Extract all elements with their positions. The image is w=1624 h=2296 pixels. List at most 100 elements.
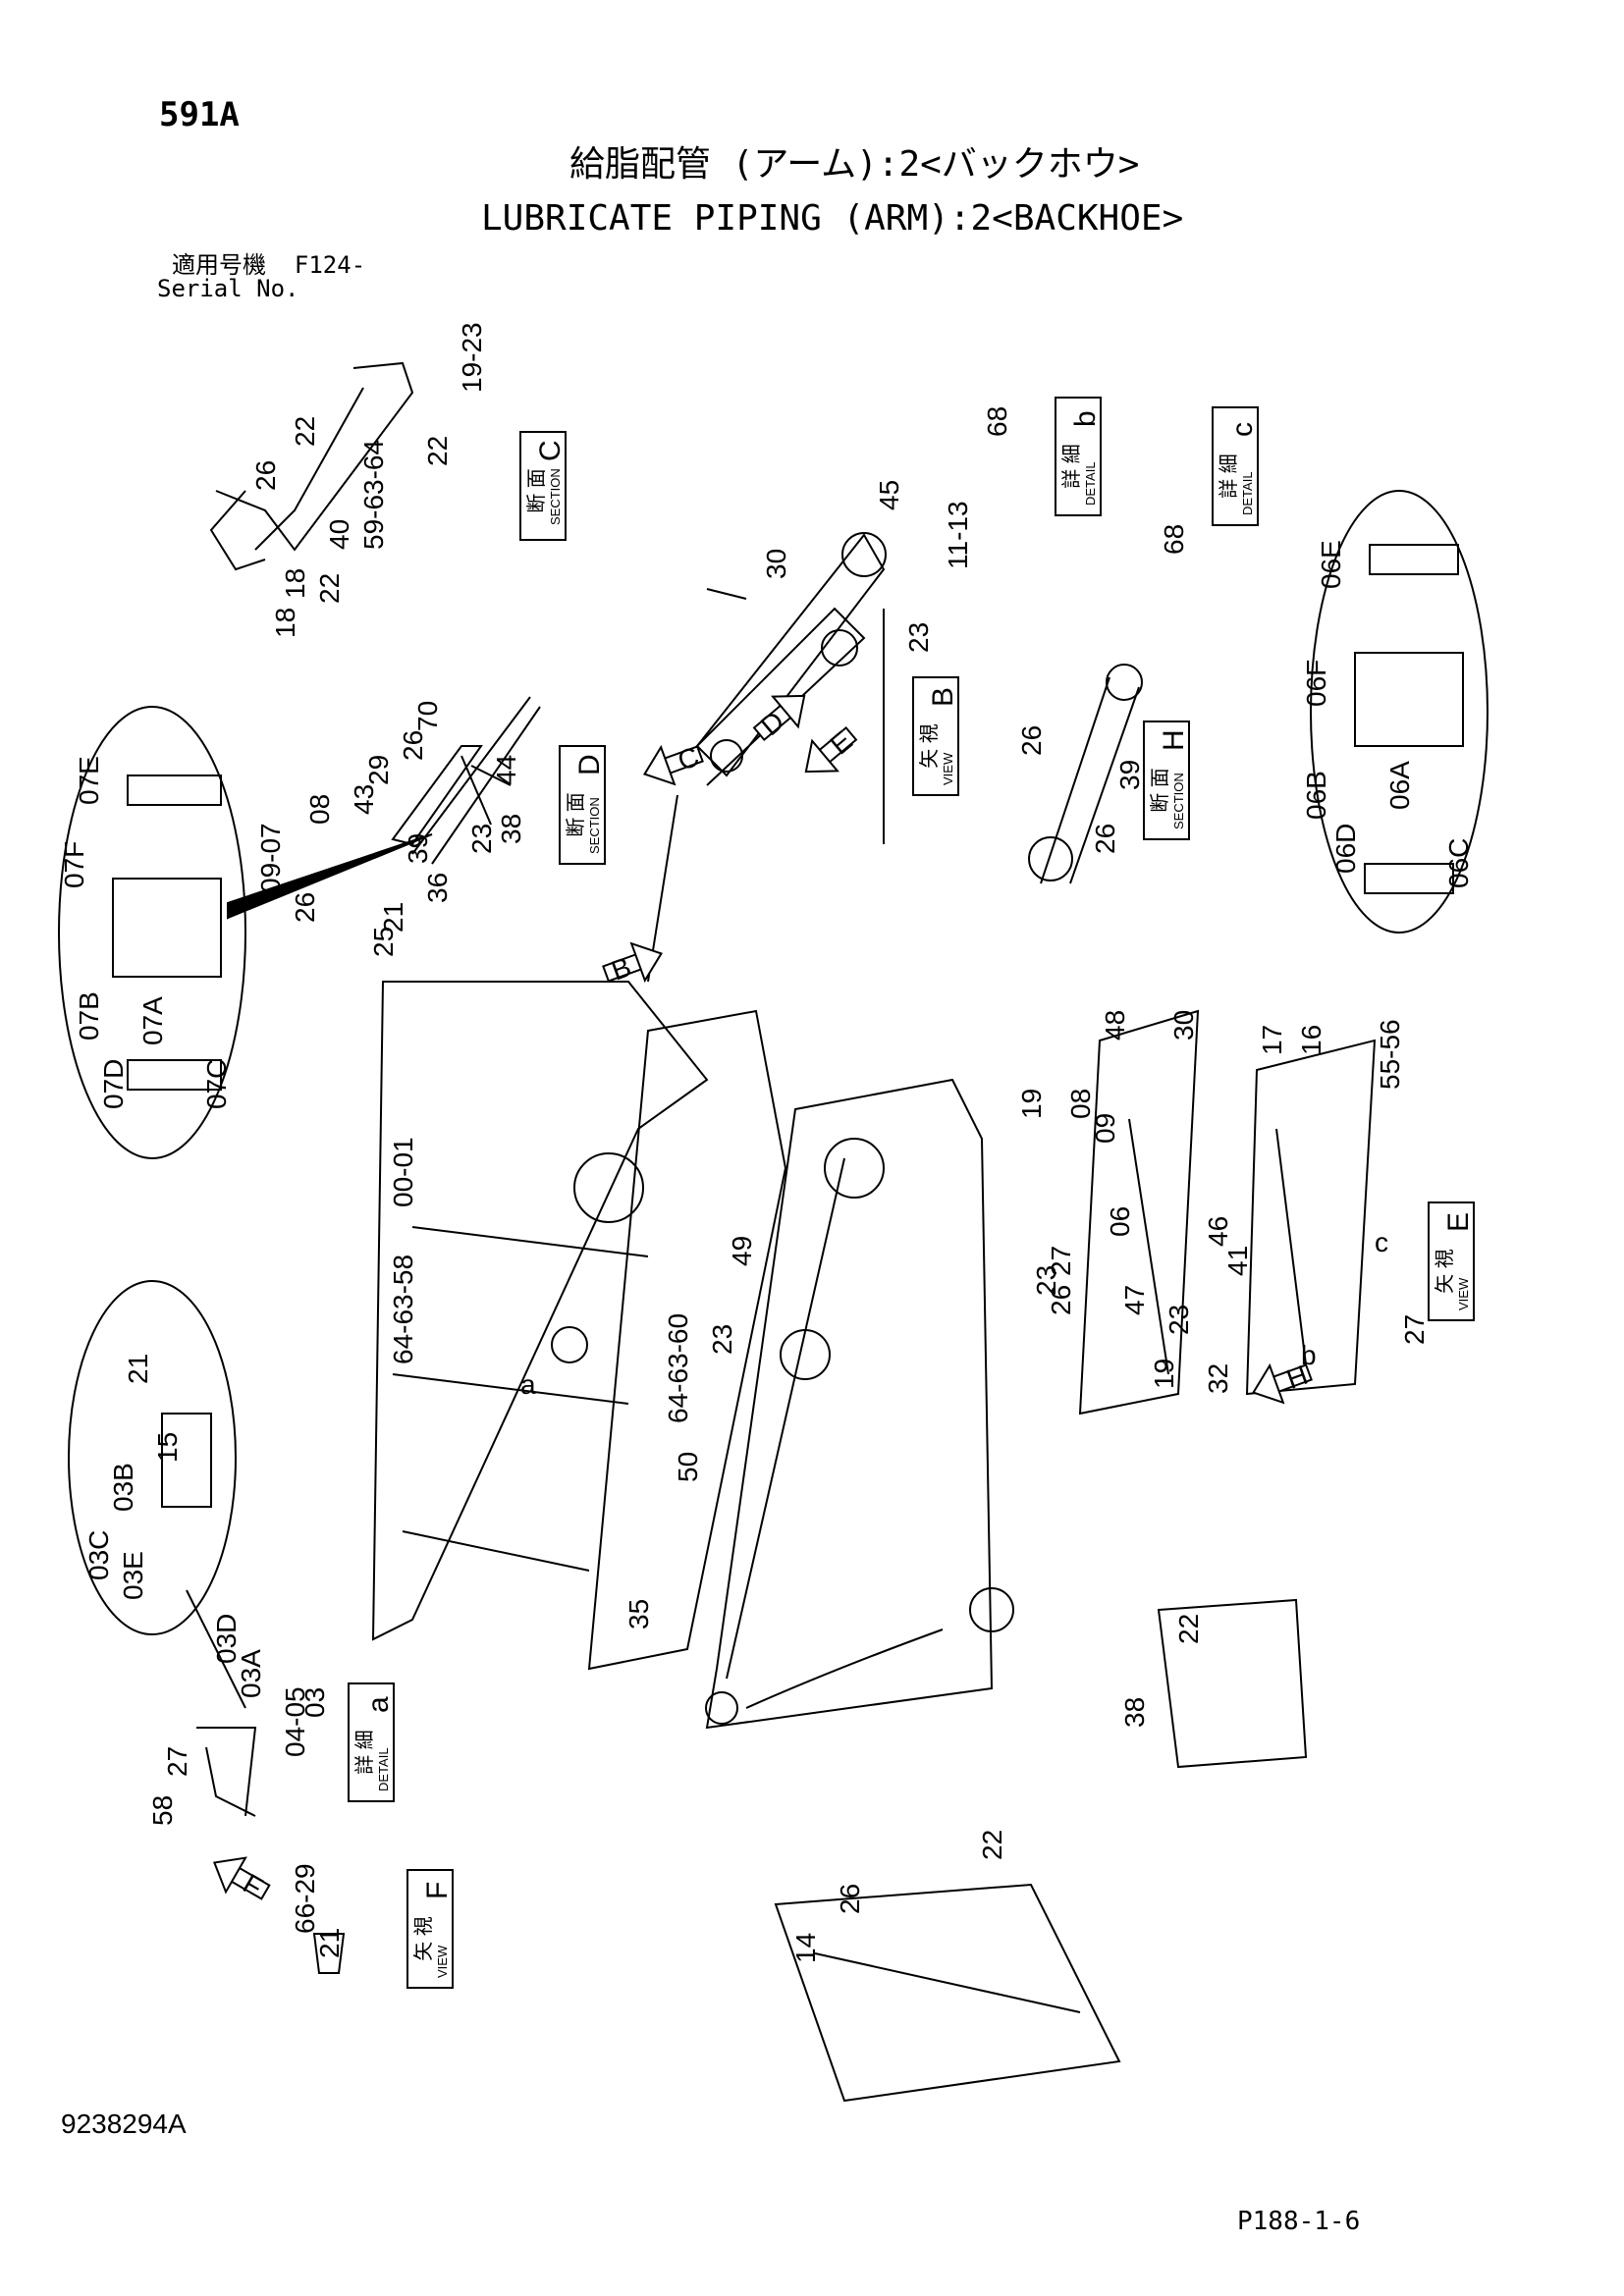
callout-label: 26 xyxy=(290,892,320,923)
callout-label: 07C xyxy=(201,1059,232,1109)
section-h-letter: H xyxy=(1158,729,1190,751)
callout-label: 64-63-60 xyxy=(663,1313,693,1423)
callout-label: 23 xyxy=(903,622,934,653)
callout-label: 15 xyxy=(152,1432,183,1463)
section-h-box: 断 面 SECTION H xyxy=(1143,721,1190,840)
detail-marker-b: b xyxy=(1301,1340,1317,1370)
callout-label: 46 xyxy=(1203,1216,1233,1247)
callout-label: 21 xyxy=(123,1354,153,1384)
callout-label: 19 xyxy=(1149,1359,1179,1389)
callout-label: 22 xyxy=(422,436,453,466)
callout-label: 03B xyxy=(108,1463,138,1512)
callout-label: 64-63-58 xyxy=(388,1255,418,1364)
callout-label: 23 xyxy=(466,824,497,854)
detail-c-letter: c xyxy=(1226,422,1259,437)
callout-label: 26 xyxy=(1090,824,1120,854)
view-e-letter: E xyxy=(1442,1212,1475,1232)
serial-label-jp: 適用号機 F124- xyxy=(172,251,366,279)
callout-label: 27 xyxy=(1399,1314,1430,1345)
callout-label: 19-23 xyxy=(457,322,487,393)
serial-label-en: Serial No. xyxy=(157,275,299,302)
section-c-letter: C xyxy=(534,440,567,461)
callout-label: 16 xyxy=(1296,1025,1326,1055)
callout-label: 68 xyxy=(1159,524,1189,555)
view-arrow-f: F xyxy=(212,1856,271,1902)
page-title-jp: 給脂配管 (アーム):2<バックホウ> xyxy=(569,144,1140,185)
detail-marker-a: a xyxy=(520,1369,536,1400)
callout-label: 39 xyxy=(403,833,433,864)
view-b-jp: 矢 視 xyxy=(918,723,941,769)
callout-label: 22 xyxy=(314,573,345,604)
callout-label: 23 xyxy=(1031,1265,1061,1296)
callout-label: 06C xyxy=(1443,838,1474,888)
callout-label: 27 xyxy=(1046,1246,1076,1276)
callout-label: 06B xyxy=(1301,771,1331,820)
callout-label: 17 xyxy=(1257,1025,1287,1055)
page-title-en: LUBRICATE PIPING (ARM):2<BACKHOE> xyxy=(481,198,1184,239)
callout-label: 22 xyxy=(290,416,320,447)
callout-label: 00-01 xyxy=(388,1137,418,1207)
section-h-en: SECTION xyxy=(1171,773,1186,829)
callout-label: 21 xyxy=(378,902,408,933)
callout-label: 38 xyxy=(496,814,526,844)
callout-label: 07D xyxy=(98,1059,129,1109)
callout-label: 03A xyxy=(236,1649,266,1698)
section-d-box: 断 面 SECTION D xyxy=(559,745,606,865)
section-h-jp: 断 面 xyxy=(1149,768,1171,813)
view-f-letter: F xyxy=(421,1882,454,1899)
callout-label: 07B xyxy=(74,991,104,1041)
callout-label: 07F xyxy=(59,841,89,888)
view-arrow-c: C xyxy=(643,741,704,786)
callout-label: 49 xyxy=(727,1236,757,1266)
callout-label: 03E xyxy=(118,1551,148,1600)
view-b-box: 矢 視 VIEW B xyxy=(912,676,959,796)
view-arrow-b: B xyxy=(602,941,663,987)
linework xyxy=(58,361,1489,2103)
callout-label: 55-56 xyxy=(1375,1019,1405,1090)
callout-label: 25 xyxy=(368,927,399,957)
callout-label: 59-63-64 xyxy=(358,440,389,550)
callout-label: 26 xyxy=(250,460,281,491)
callout-label: 26 xyxy=(835,1884,865,1914)
callout-label: 06D xyxy=(1330,824,1361,874)
callout-label: 03D xyxy=(211,1614,242,1664)
section-c-en: SECTION xyxy=(548,468,563,525)
callout-label: 23 xyxy=(707,1324,737,1355)
callout-label: 30 xyxy=(1168,1010,1199,1041)
callout-label: 29 xyxy=(363,755,394,785)
callout-label: 45 xyxy=(874,480,904,510)
callout-label: 68 xyxy=(982,406,1012,437)
view-b-en: VIEW xyxy=(941,752,955,785)
section-d-jp: 断 面 xyxy=(565,792,587,837)
document-number: 9238294A xyxy=(61,2109,187,2139)
callout-label: 19 xyxy=(1016,1089,1047,1119)
detail-b-letter: b xyxy=(1069,410,1102,427)
view-f-en: VIEW xyxy=(435,1945,450,1978)
section-c-box: 断 面 SECTION C xyxy=(519,431,567,541)
callout-label: 47 xyxy=(1119,1285,1150,1315)
callout-label: 35 xyxy=(623,1599,654,1629)
callout-label: 08 xyxy=(1065,1089,1096,1119)
callout-label: 27 xyxy=(162,1746,192,1777)
view-e-box: 矢 視 VIEW E xyxy=(1428,1201,1475,1321)
callout-label: 04-05 xyxy=(280,1686,310,1757)
callout-label: 06 xyxy=(1105,1206,1135,1237)
view-e-en: VIEW xyxy=(1456,1277,1471,1310)
section-d-letter: D xyxy=(573,754,606,775)
view-arrow-e: E xyxy=(804,725,858,774)
detail-c-en: DETAIL xyxy=(1240,471,1255,515)
callout-label: 21 xyxy=(314,1928,345,1958)
callout-label: 06E xyxy=(1316,540,1346,589)
callout-label: 18 xyxy=(270,608,300,638)
callout-label: 38 xyxy=(1119,1697,1150,1728)
callout-label: 18 xyxy=(280,568,310,599)
callout-label: 26 xyxy=(398,730,428,761)
callout-label: 40 xyxy=(324,519,354,550)
callout-label: 44 xyxy=(491,755,521,785)
callout-label: 06F xyxy=(1301,660,1331,707)
detail-c-jp: 詳 細 xyxy=(1218,454,1240,499)
callout-label: 09 xyxy=(1090,1113,1120,1144)
callout-label: 39 xyxy=(1114,760,1145,790)
